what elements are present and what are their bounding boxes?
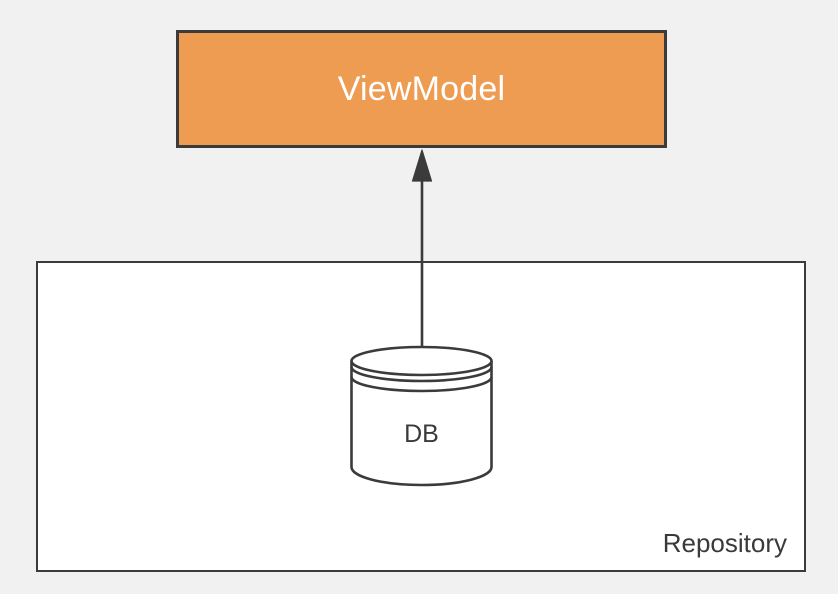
cylinder-top-disc — [350, 345, 493, 377]
cylinder-disc-arc-2 — [350, 376, 493, 393]
database-label: DB — [404, 420, 439, 448]
arrowhead-icon — [411, 149, 433, 182]
viewmodel-node[interactable]: ViewModel — [176, 30, 667, 148]
viewmodel-label: ViewModel — [337, 70, 506, 108]
repository-label: Repository — [662, 528, 787, 558]
database-cylinder-icon — [350, 345, 493, 487]
cylinder-disc-arc-1 — [350, 366, 493, 383]
database-node[interactable]: DB — [349, 345, 494, 487]
cylinder-body — [350, 361, 493, 487]
